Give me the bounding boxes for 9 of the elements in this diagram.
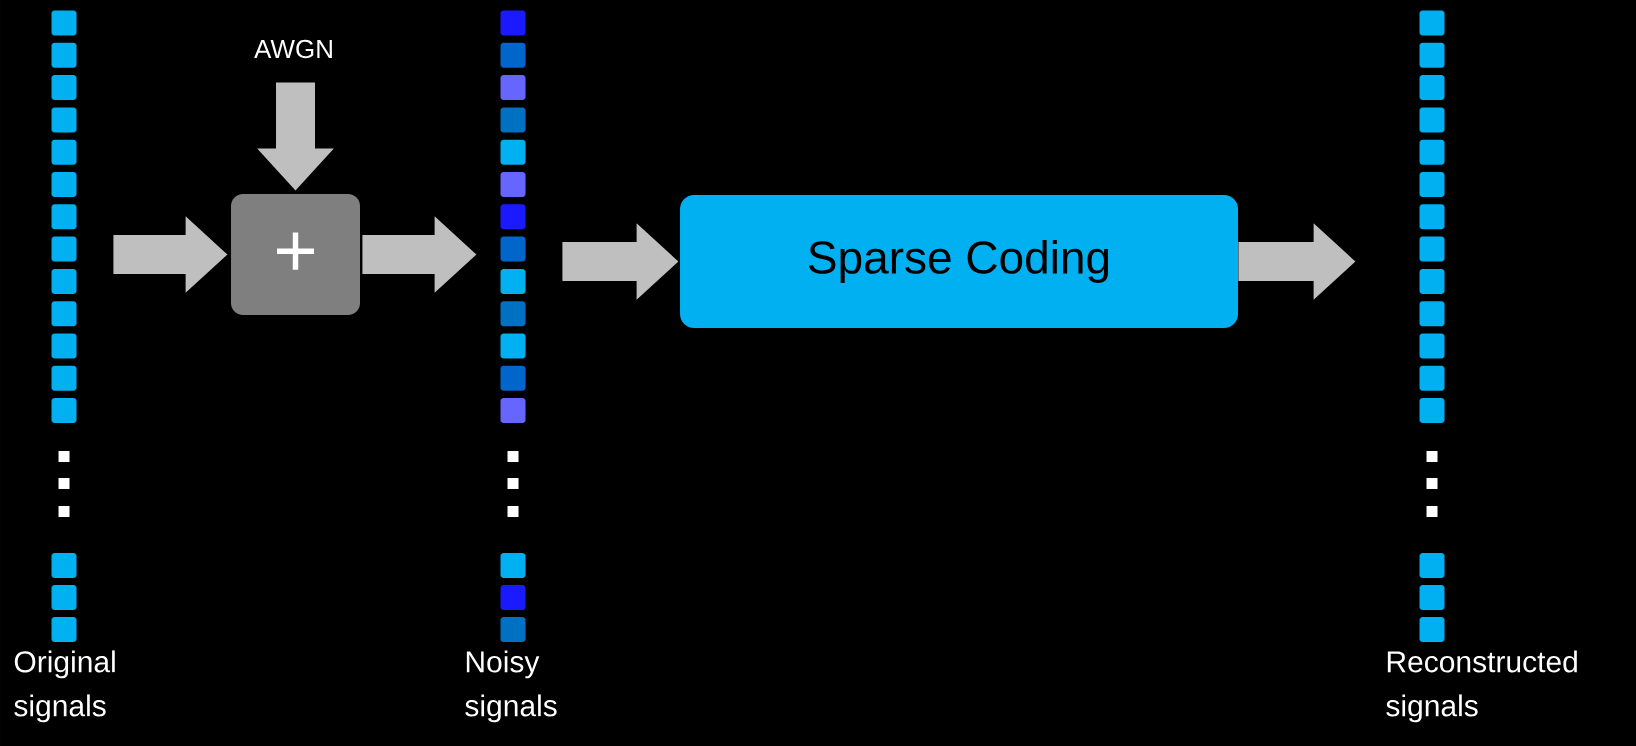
signal-column <box>51 10 77 642</box>
signal-label: Noisy signals <box>465 650 557 723</box>
noise-label: AWGN <box>254 39 332 59</box>
signal-label: Reconstructed signals <box>1386 650 1577 723</box>
signal-label: Original signals <box>14 650 115 723</box>
process-box: Sparse Coding <box>680 195 1238 328</box>
signal-column <box>1419 10 1445 642</box>
signal-column <box>500 10 526 642</box>
adder-box: + <box>231 194 360 315</box>
